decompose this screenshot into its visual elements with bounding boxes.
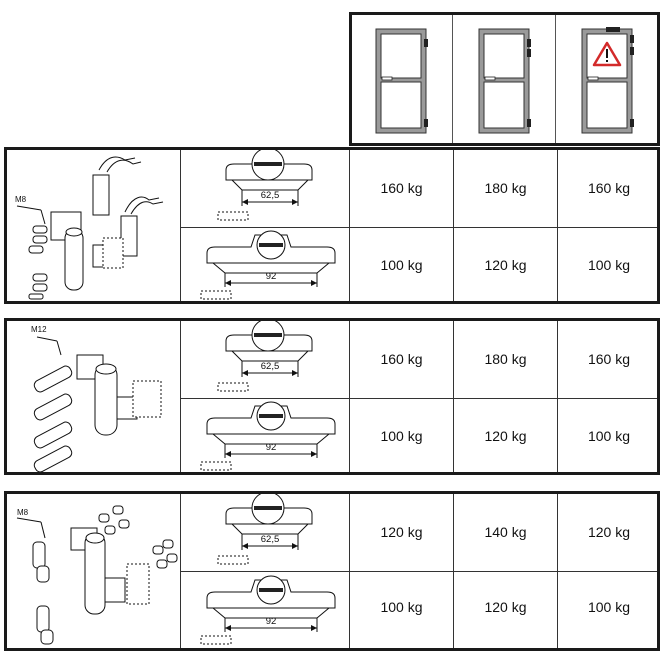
hinge-illustration-m8 bbox=[16, 156, 164, 300]
hinge-group-1: M8 62,5 92 160 kg 180 kg 160 kg 100 kg 1… bbox=[4, 147, 660, 304]
hinge-group-3: M8 62,5 92 120 kg 140 kg 120 kg 100 kg 1… bbox=[4, 491, 660, 651]
dimension-label: 92 bbox=[266, 271, 277, 282]
column-divider bbox=[349, 150, 350, 301]
load-value: 100 kg bbox=[380, 257, 423, 273]
dimension-label: 62,5 bbox=[261, 361, 280, 372]
column-divider bbox=[453, 150, 454, 301]
load-value: 100 kg bbox=[380, 428, 423, 444]
load-value: 180 kg bbox=[484, 351, 527, 367]
door-standard-icon bbox=[375, 28, 428, 134]
dimension-label: 62,5 bbox=[261, 190, 280, 201]
row-divider bbox=[180, 571, 657, 572]
column-divider bbox=[557, 321, 558, 472]
door-type-header bbox=[349, 12, 660, 146]
mounting-plate-wide: 92 bbox=[200, 230, 336, 300]
mounting-plate-wide: 92 bbox=[200, 575, 336, 645]
mounting-plate-wide: 92 bbox=[200, 401, 336, 471]
load-value: 120 kg bbox=[380, 524, 423, 540]
load-value: 100 kg bbox=[587, 257, 631, 273]
mounting-plate-narrow: 62,5 bbox=[217, 150, 313, 221]
header-divider bbox=[452, 15, 453, 143]
door-warning-icon bbox=[581, 27, 634, 134]
screw-size-label: M8 bbox=[17, 508, 29, 517]
screw-size-label: M8 bbox=[15, 195, 27, 204]
load-value: 160 kg bbox=[380, 351, 423, 367]
dimension-label: 62,5 bbox=[261, 534, 280, 545]
load-value: 100 kg bbox=[380, 599, 423, 615]
load-value: 160 kg bbox=[380, 180, 423, 196]
screw-size-label: M12 bbox=[31, 325, 47, 334]
hinge-illustration-m12 bbox=[33, 336, 162, 472]
load-value: 140 kg bbox=[484, 524, 527, 540]
load-value: 160 kg bbox=[587, 180, 631, 196]
row-divider bbox=[180, 227, 657, 228]
load-value: 180 kg bbox=[484, 180, 527, 196]
hinge-group-2: M12 62,5 92 160 kg 180 kg 160 kg 100 kg … bbox=[4, 318, 660, 475]
load-value: 100 kg bbox=[587, 599, 631, 615]
header-divider bbox=[555, 15, 556, 143]
mounting-plate-narrow: 62,5 bbox=[217, 321, 313, 392]
column-divider bbox=[180, 150, 181, 301]
column-divider bbox=[557, 150, 558, 301]
column-divider bbox=[180, 321, 181, 472]
column-divider bbox=[453, 321, 454, 472]
load-value: 160 kg bbox=[587, 351, 631, 367]
hinge-illustration-m8-variant bbox=[16, 505, 178, 645]
load-value: 120 kg bbox=[484, 599, 527, 615]
load-value: 120 kg bbox=[587, 524, 631, 540]
mounting-plate-narrow: 62,5 bbox=[217, 494, 313, 565]
load-value: 120 kg bbox=[484, 428, 527, 444]
load-value: 100 kg bbox=[587, 428, 631, 444]
door-three-hinge-icon bbox=[478, 28, 531, 134]
row-divider bbox=[180, 398, 657, 399]
dimension-label: 92 bbox=[266, 616, 277, 627]
dimension-label: 92 bbox=[266, 442, 277, 453]
load-value: 120 kg bbox=[484, 257, 527, 273]
column-divider bbox=[349, 321, 350, 472]
